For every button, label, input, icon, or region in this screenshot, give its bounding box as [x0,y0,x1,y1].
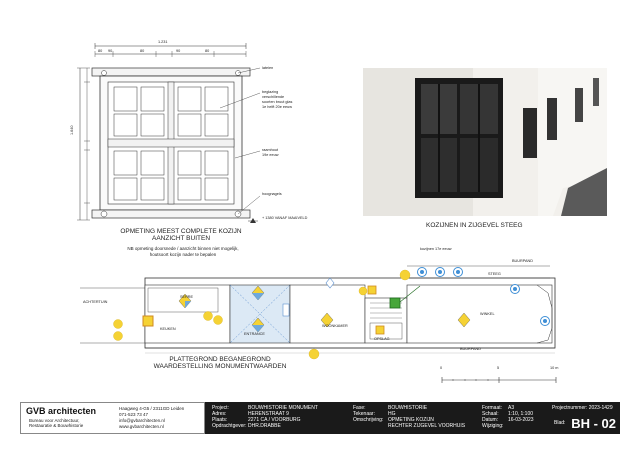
label-frame: raamhout 19e eeuw [262,148,279,157]
room-entrance: ENTRANCE [244,332,265,336]
block-b-values: BOUWHISTORIE HG OPMETING KOZIJN RECHTER … [388,405,466,429]
room-achtertuin: ACHTERTUIN [83,300,108,304]
title-block: GVB architecten Bureau voor Architectuur… [20,402,620,434]
photo-caption: KOZIJNEN IN ZIJGEVEL STEEG [426,222,523,229]
room-opslag: OPSLAG [374,337,390,341]
dim-part-2: 90 [108,49,113,53]
firm-name: GVB architecten [26,406,97,416]
room-steeg: STEEG [488,272,501,276]
scale-bar [441,377,557,383]
plan-caption: PLATTEGROND BEGANEGROND WAARDESTELLING M… [153,356,287,370]
room-winkel: WINKEL [480,312,495,316]
floor-plan [80,265,556,360]
block-c-values: A3 1:10, 1:100 16-03-2023 [508,405,534,423]
room-serre: SERRE [180,295,194,299]
scale-tick-5: 5 [497,366,500,370]
block-a-labels: Project: Adres: Plaats: Opdrachtgever: [212,405,247,429]
dim-part-5: 80 [205,49,210,53]
scale-tick-10: 10 m [550,366,559,370]
label-level: + 1380 VANAF MAAIVELD [262,216,308,220]
room-woonkamer: WOONKAMER [322,324,348,328]
dim-part-3: 80 [140,49,145,53]
label-kozijnen: kozijnen 17e eeuw [420,247,452,251]
room-buurpand-bottom: BUURPAND [460,347,482,351]
dim-part-1: 80 [98,49,103,53]
firm-block: GVB architecten Bureau voor Architectuur… [20,402,205,434]
dim-left: 1.640 [70,125,74,135]
blad-label: Blad: [554,420,566,426]
label-hinge: hoognagels [262,192,282,196]
window-elevation-drawing [77,43,261,223]
elevation-note: NB opmeting doorsnede / aanzicht binnen … [127,246,239,257]
facade-photo [363,68,607,216]
elevation-caption: OPMETING MEEST COMPLETE KOZIJN AANZICHT … [120,228,242,242]
label-lateien: lateien [262,66,274,70]
dim-total: 1.231 [158,40,168,44]
facade-photo-image [363,68,607,216]
block-b-labels: Fase: Tekenaar: Omschrijving: [353,405,384,423]
block-c-labels: Formaat: Schaal: Datum: Wijziging: [482,405,504,429]
label-glass: beglazing verschillende soorten bruut gl… [262,90,293,109]
project-number: Projectnummer: 2023-1429 [552,405,613,411]
block-a-values: BOUWHISTORIE MONUMENT HERENSTRAAT 9 2271… [248,405,318,429]
room-buurpand-top: BUURPAND [512,259,534,263]
sheet-number: BH - 02 [571,416,616,431]
firm-address: Haagweg 4-G5 / 2311GD Leiden 071-523 73 … [119,406,185,429]
dim-part-4: 90 [176,49,181,53]
room-keuken: KEUKEN [160,327,176,331]
scale-tick-0: 0 [440,366,443,370]
firm-tagline: Bureau voor Architectuur, Restauratie & … [29,418,84,428]
